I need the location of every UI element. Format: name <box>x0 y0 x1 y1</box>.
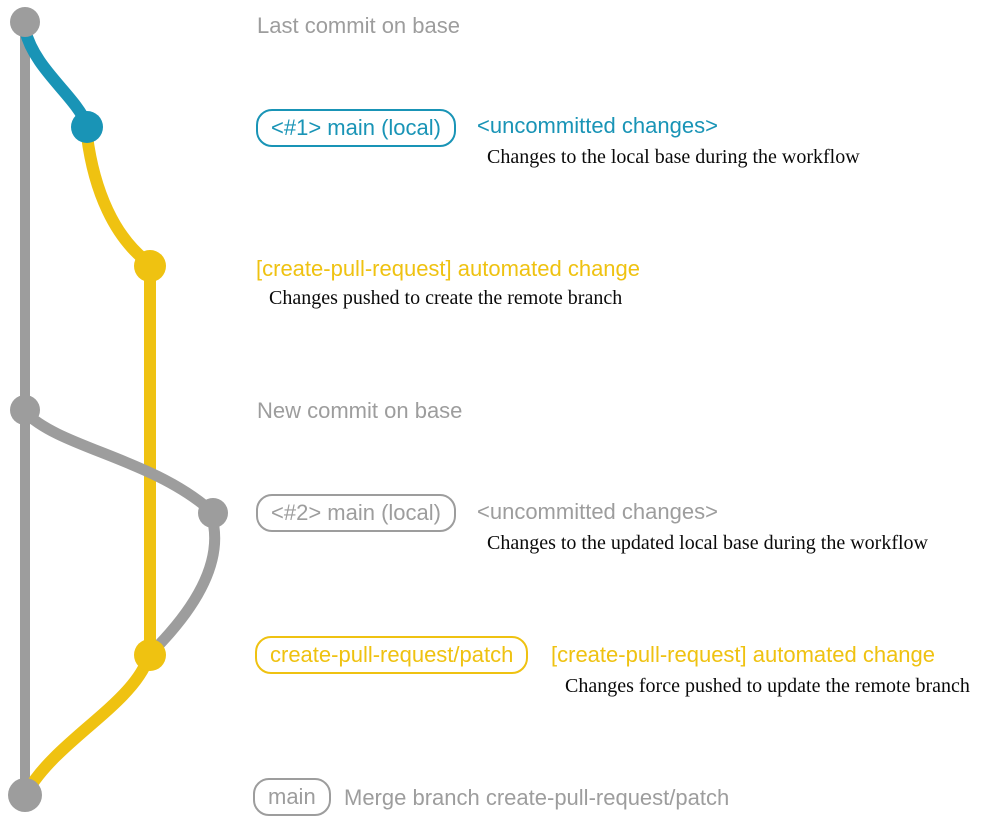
uncommitted-changes-status-2: <uncommitted changes> <box>477 499 718 524</box>
new-commit-on-base-label: New commit on base <box>257 398 463 423</box>
commit-dot-local-main-2 <box>198 498 228 528</box>
commit-dot-automated-change-1 <box>134 250 166 282</box>
caption-updated-local-base-changes: Changes to the updated local base during… <box>487 532 928 554</box>
commit-dot-merge-commit <box>8 778 42 812</box>
commit-dot-last-commit-on-base <box>10 7 40 37</box>
commit-dot-automated-change-2 <box>134 639 166 671</box>
last-commit-on-base-label: Last commit on base <box>257 13 460 38</box>
caption-local-base-changes-1: Changes to the local base during the wor… <box>487 146 860 168</box>
commit-message-automated-change-1: [create-pull-request] automated change <box>256 256 641 281</box>
commit-dot-local-main-1 <box>71 111 103 143</box>
local-main-branch-line-2 <box>19 406 216 516</box>
caption-pushed-to-create-remote: Changes pushed to create the remote bran… <box>269 287 623 309</box>
commit-dot-new-commit-on-base <box>10 395 40 425</box>
commit-message-automated-change-2: [create-pull-request] automated change <box>551 642 936 667</box>
caption-force-pushed-to-update-remote: Changes force pushed to update the remot… <box>565 675 970 697</box>
branch-badge-local-main-2: <#2> main (local) <box>256 494 456 532</box>
local-main-2-to-patch-line <box>146 508 221 658</box>
uncommitted-changes-status-1: <uncommitted changes> <box>477 113 718 138</box>
local-main-branch-line-1 <box>19 24 93 131</box>
branch-badge-local-main-1: <#1> main (local) <box>256 109 456 147</box>
commit-message-merge: Merge branch create-pull-request/patch <box>344 785 730 810</box>
branch-badge-main: main <box>253 778 331 816</box>
branch-badge-create-pull-request-patch: create-pull-request/patch <box>255 636 529 674</box>
